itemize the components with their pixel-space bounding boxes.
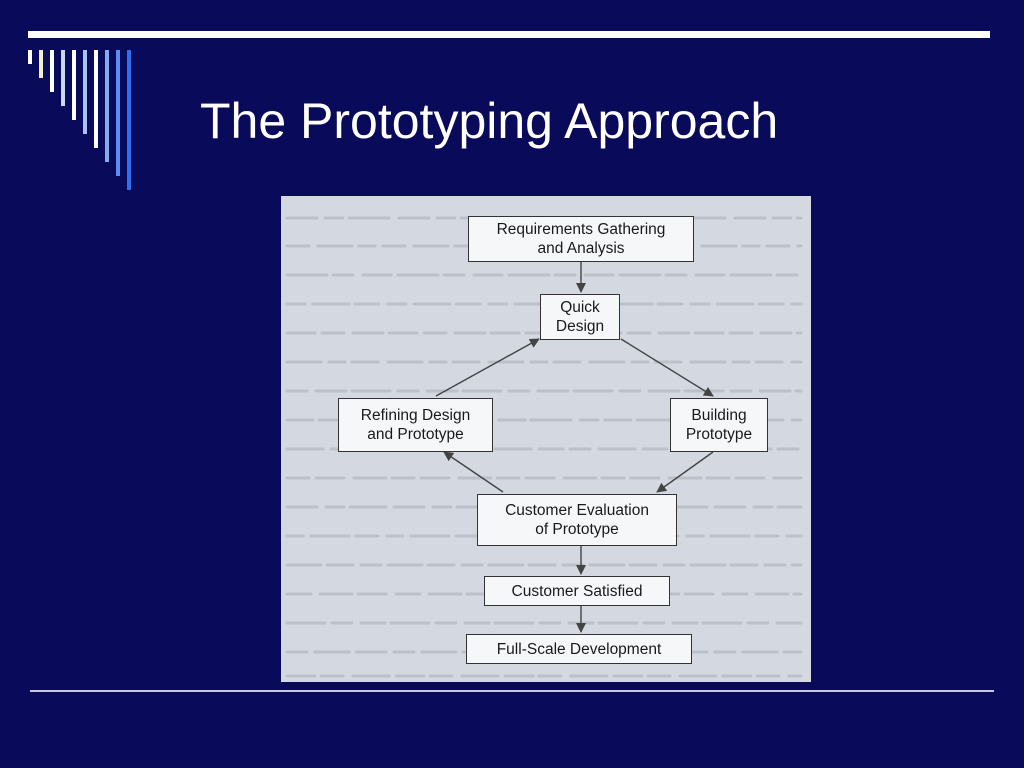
node-satisfied-label: Customer Satisfied xyxy=(511,582,643,600)
node-building-line1: Building xyxy=(691,407,747,424)
node-refining-line1: Refining Design xyxy=(360,407,471,424)
node-customer-satisfied: Customer Satisfied xyxy=(484,576,670,606)
node-refining-design: Refining Design and Prototype xyxy=(338,398,493,452)
node-quick-design-line2: Design xyxy=(555,318,605,335)
node-quick-design-line1: Quick xyxy=(560,299,600,316)
decorative-bar xyxy=(28,50,32,64)
node-requirements-gathering: Requirements Gathering and Analysis xyxy=(468,216,694,262)
top-rule xyxy=(28,31,990,38)
decorative-bar xyxy=(50,50,54,92)
decorative-bar xyxy=(83,50,87,134)
decorative-bar xyxy=(39,50,43,78)
arrow-evaluation-to-refining xyxy=(443,451,504,493)
node-evaluation-line2: of Prototype xyxy=(535,521,619,538)
decorative-bars xyxy=(0,0,180,220)
node-requirements-line1: Requirements Gathering xyxy=(496,221,666,238)
bottom-rule xyxy=(30,690,994,692)
node-requirements-line2: and Analysis xyxy=(537,240,625,257)
decorative-bar xyxy=(116,50,120,176)
node-quick-design: Quick Design xyxy=(540,294,620,340)
arrow-building-to-evaluation xyxy=(656,451,714,493)
node-building-prototype: Building Prototype xyxy=(670,398,768,452)
diagram-arrows xyxy=(435,262,714,633)
arrow-quick-design-to-building xyxy=(620,338,714,397)
arrow-refining-to-quick-design xyxy=(435,338,540,397)
node-full-scale-label: Full-Scale Development xyxy=(496,640,662,658)
node-refining-line2: and Prototype xyxy=(367,426,464,443)
decorative-bar xyxy=(61,50,65,106)
decorative-bar xyxy=(105,50,109,162)
node-evaluation-line1: Customer Evaluation xyxy=(505,502,649,519)
node-building-line2: Prototype xyxy=(685,426,753,443)
decorative-bar xyxy=(127,50,131,190)
prototyping-diagram: Requirements Gathering and Analysis Quic… xyxy=(281,196,811,682)
slide-title: The Prototyping Approach xyxy=(200,93,779,149)
decorative-bar xyxy=(94,50,98,148)
node-full-scale-development: Full-Scale Development xyxy=(466,634,692,664)
decorative-bar xyxy=(72,50,76,120)
node-customer-evaluation: Customer Evaluation of Prototype xyxy=(477,494,677,546)
